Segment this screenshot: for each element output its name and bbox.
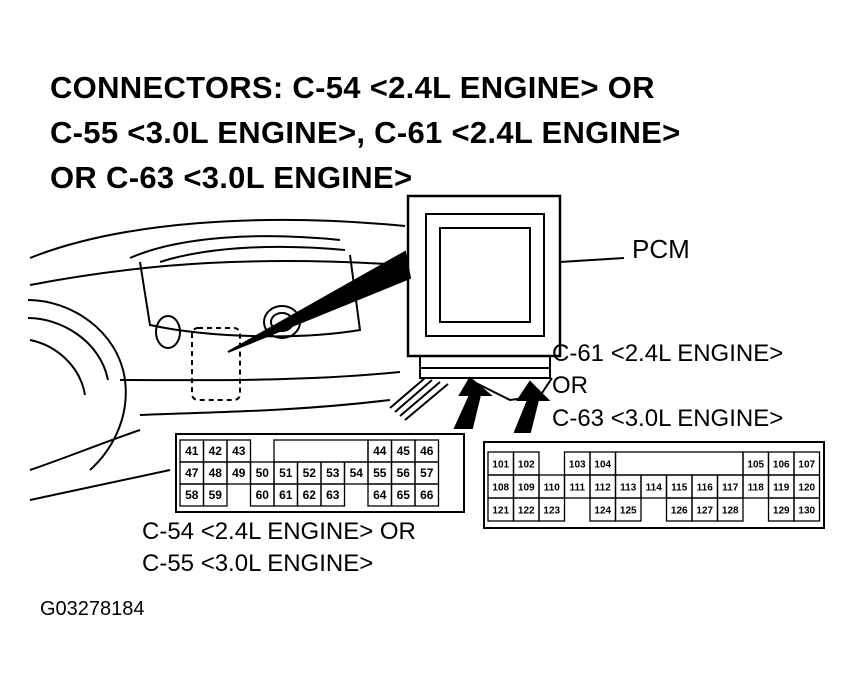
pin-number: 46: [420, 444, 434, 458]
pin-cell: [414, 483, 440, 507]
pin-number: 101: [492, 460, 509, 471]
pin-number: 106: [773, 460, 790, 471]
pin-number: 120: [798, 483, 815, 494]
pin-number: 55: [373, 466, 387, 480]
pin-number: 52: [303, 466, 317, 480]
pin-number: 63: [326, 488, 340, 502]
pin-number: 129: [773, 506, 790, 517]
pin-number: 54: [350, 466, 364, 480]
pin-number: 47: [185, 466, 199, 480]
pin-number: 50: [256, 466, 270, 480]
pin-cell: [716, 497, 744, 522]
pin-number: 110: [544, 483, 561, 494]
pin-number: 112: [595, 483, 612, 494]
pin-cell: [538, 497, 566, 522]
pcm-pointer: [227, 250, 412, 353]
pin-number: 109: [518, 483, 535, 494]
arrow-up-icon: [453, 376, 493, 429]
pin-number: 53: [326, 466, 340, 480]
pin-number: 107: [798, 460, 815, 471]
pin-number: 121: [492, 506, 509, 517]
connector-c54-grid: 41 42 43 44 45 46 47 48 49 50 51 52 53 54 55 56 57 58 59 60…: [179, 439, 440, 507]
figure-code: G03278184: [40, 598, 145, 620]
pcm-label: PCM: [632, 234, 690, 264]
pin-cell: [320, 483, 346, 507]
pin-number: 115: [671, 483, 688, 494]
pin-number: 48: [209, 466, 223, 480]
pin-number: 116: [697, 483, 714, 494]
pin-number: 130: [798, 506, 815, 517]
pin-number: 57: [420, 466, 434, 480]
connector-c61-c63: [483, 441, 825, 529]
connector-c54-c55: [175, 433, 465, 513]
connector-c61-grid: 101 102 103 104 105 106 107 108 109 110 111 112 113 1…: [487, 451, 821, 522]
or-label: OR: [552, 372, 588, 399]
pin-number: 114: [646, 483, 663, 494]
pin-number: 124: [594, 506, 611, 517]
pin-cell: [614, 497, 642, 522]
pin-number: 64: [373, 488, 387, 502]
pin-number: 66: [420, 488, 434, 502]
c61-label: C-61 <2.4L ENGINE>: [552, 340, 784, 367]
c55-label: C-55 <3.0L ENGINE>: [142, 550, 374, 577]
pin-number: 51: [279, 466, 293, 480]
pin-number: 128: [722, 506, 739, 517]
pin-number: 105: [747, 460, 764, 471]
pin-number: 104: [594, 460, 611, 471]
pin-number: 42: [209, 444, 223, 458]
pin-number: 44: [373, 444, 387, 458]
c54-label: C-54 <2.4L ENGINE> OR: [142, 518, 416, 545]
pin-number: 125: [620, 506, 637, 517]
pin-number: 126: [671, 506, 688, 517]
blank-block: [614, 451, 744, 476]
steering-wheel: [27, 299, 127, 471]
pin-number: 103: [569, 460, 586, 471]
c63-label: C-63 <3.0L ENGINE>: [552, 405, 784, 432]
pin-number: 102: [518, 460, 535, 471]
pin-number: 119: [773, 483, 790, 494]
title-line-2: C-55 <3.0L ENGINE>, C-61 <2.4L ENGINE>: [50, 115, 681, 150]
pin-number: 118: [748, 483, 765, 494]
pin-number: 62: [303, 488, 317, 502]
pin-number: 41: [185, 444, 199, 458]
pin-number: 122: [518, 506, 535, 517]
pin-number: 43: [232, 444, 246, 458]
pin-number: 61: [279, 488, 293, 502]
pin-number: 58: [185, 488, 199, 502]
blank-block: [273, 439, 369, 463]
pin-cell: [202, 483, 228, 507]
dashboard-outline: [29, 218, 406, 259]
pcm-location-dashed: [191, 327, 241, 401]
pin-number: 108: [492, 483, 509, 494]
pin-number: 56: [397, 466, 411, 480]
pin-number: 117: [722, 483, 739, 494]
pin-cell: [793, 497, 821, 522]
pin-number: 111: [569, 483, 585, 494]
pin-number: 65: [397, 488, 411, 502]
pin-number: 45: [397, 444, 411, 458]
pin-number: 59: [209, 488, 223, 502]
pin-number: 60: [256, 488, 270, 502]
title-line-3: OR C-63 <3.0L ENGINE>: [50, 160, 413, 195]
title-line-1: CONNECTORS: C-54 <2.4L ENGINE> OR: [50, 70, 655, 105]
wire-harness: [389, 377, 449, 421]
pin-number: 123: [543, 506, 560, 517]
pin-number: 127: [696, 506, 713, 517]
pin-number: 49: [232, 466, 246, 480]
arrow-up-icon-2: [513, 380, 551, 433]
pin-number: 113: [620, 483, 637, 494]
